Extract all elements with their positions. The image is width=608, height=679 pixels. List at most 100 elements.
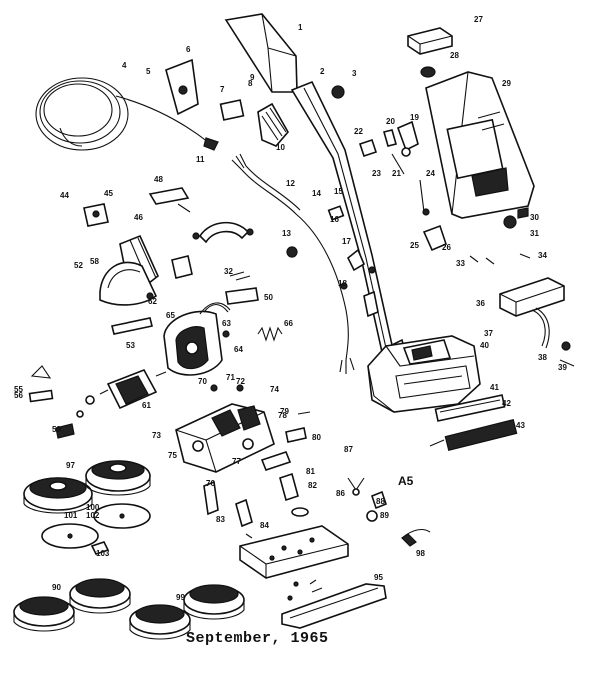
part-label-16: 16 [330,215,339,224]
part-label-98: 98 [416,549,425,558]
part-label-89: 89 [380,511,389,520]
bumper-strip [281,583,387,629]
cord-clip [165,58,199,116]
part-label-78: 78 [278,411,287,420]
part-label-82: 82 [308,481,317,490]
part-label-63: 63 [222,319,231,328]
part-label-66: 66 [284,319,293,328]
part-label-75: 75 [168,451,177,460]
part-label-9: 9 [250,73,255,82]
bottom-plate [239,525,349,579]
part-label-56: 56 [14,391,23,400]
part-label-18: 18 [338,279,347,288]
part-label-77: 77 [232,457,241,466]
part-label-7: 7 [220,85,225,94]
part-label-55: 55 [14,385,23,394]
part-label-72: 72 [236,377,245,386]
part-label-6: 6 [186,45,191,54]
part-label-12: 12 [286,179,295,188]
part-label-52: 52 [74,261,83,270]
motor-spring [222,326,283,342]
part-label-71: 71 [226,373,235,382]
part-label-83: 83 [216,515,225,524]
gear-box-housing [175,403,275,473]
part-label-58: 58 [90,257,99,266]
brush-upper-right [85,460,151,496]
part-label-26: 26 [442,243,451,252]
part-label-80: 80 [312,433,321,442]
part-label-13: 13 [282,229,291,238]
part-label-11: 11 [196,155,205,164]
part-label-64: 64 [234,345,243,354]
part-label-39: 39 [558,363,567,372]
part-label-59: 59 [52,425,61,434]
part-label-29: 29 [502,79,511,88]
brush-lower-1 [13,596,75,632]
part-label-30: 30 [530,213,539,222]
polishing-pads [41,503,151,555]
brush-lower-3 [129,604,191,640]
handle-latch-parts [358,120,447,252]
part-label-102: 102 [86,511,100,520]
lower-right-hardware [287,477,431,601]
base-housing [367,335,481,413]
motor-end-cover [99,261,158,306]
cover-top-parts [407,27,453,78]
part-label-48: 48 [154,175,163,184]
brush-lower-4 [183,584,245,620]
part-label-34: 34 [538,251,547,260]
part-label-15: 15 [334,187,343,196]
part-label-38: 38 [538,353,547,362]
brush-upper-left [23,477,93,514]
part-label-101: 101 [64,511,78,520]
power-cord-coil [35,77,219,151]
part-label-99: 99 [176,593,185,602]
part-label-28: 28 [450,51,459,60]
part-label-25: 25 [410,241,419,250]
part-label-20: 20 [386,117,395,126]
gear-box-hardware [210,384,311,471]
part-label-31: 31 [530,229,539,238]
part-label-3: 3 [352,69,357,78]
part-label-81: 81 [306,467,315,476]
part-label-45: 45 [104,189,113,198]
drive-shafts [203,472,309,539]
part-label-76: 76 [206,479,215,488]
part-label-5: 5 [146,67,151,76]
part-label-19: 19 [410,113,419,122]
part-label-86: 86 [336,489,345,498]
part-label-73: 73 [152,431,161,440]
part-label-8: 8 [248,79,253,88]
part-label-42: 42 [502,399,511,408]
armature [85,368,167,410]
part-label-74: 74 [270,385,279,394]
part-label-32: 32 [224,267,233,276]
part-label-2: 2 [320,67,325,76]
switch-assembly [219,99,289,147]
motor-assembly [163,302,231,376]
part-label-36: 36 [476,299,485,308]
part-label-33: 33 [456,259,465,268]
part-label-44: 44 [60,191,69,200]
left-small-hardware [28,365,84,439]
part-label-84: 84 [260,521,269,530]
handle-grip [224,13,298,93]
part-label-41: 41 [490,383,499,392]
diagram-date-caption: September, 1965 [186,630,329,647]
part-label-37: 37 [484,329,493,338]
part-label-24: 24 [426,169,435,178]
part-label-1: 1 [298,23,303,32]
part-label-95: 95 [374,573,383,582]
part-label-79: 79 [280,407,289,416]
part-label-97: 97 [66,461,75,470]
part-label-40: 40 [480,341,489,350]
part-label-21: 21 [392,169,401,178]
part-label-88: 88 [376,497,385,506]
part-label-43: 43 [516,421,525,430]
part-label-50: 50 [264,293,273,302]
bearing-bracket [192,221,254,244]
part-label-10: 10 [276,143,285,152]
internal-wire [231,153,355,374]
